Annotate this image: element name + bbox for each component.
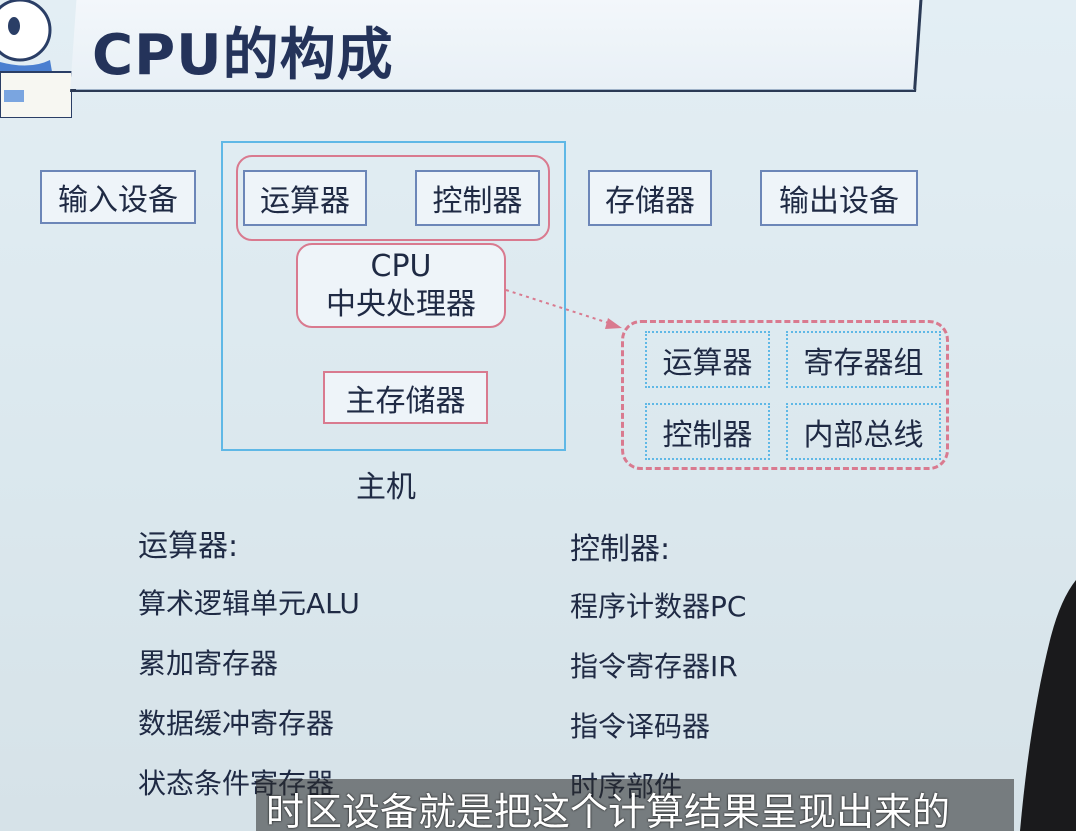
host-frame — [221, 141, 566, 451]
controller-item: 程序计数器PC — [570, 590, 747, 623]
connector-arrow — [505, 289, 622, 329]
alu-item: 累加寄存器 — [138, 647, 279, 680]
main-memory-box: 主存储器 — [323, 371, 488, 424]
page-title: CPU的构成 — [92, 23, 394, 88]
detail-alu-box: 运算器 — [645, 331, 770, 388]
controller-section-heading: 控制器: — [570, 532, 671, 567]
subtitle-bar — [256, 779, 1014, 831]
alu-box: 运算器 — [243, 170, 367, 226]
video-subtitle: 时区设备就是把这个计算结果呈现出来的 — [266, 790, 951, 831]
storage-box: 存储器 — [588, 170, 712, 226]
cpu-box: CPU 中央处理器 — [296, 243, 506, 328]
controller-item: 指令译码器 — [570, 710, 711, 743]
cpu-detail-group — [621, 320, 949, 470]
detail-controller-box: 控制器 — [645, 403, 770, 460]
cpu-components-group — [236, 155, 550, 241]
mascot-icon — [0, 0, 72, 118]
output-device-box: 输出设备 — [760, 170, 918, 226]
presenter-silhouette — [1020, 580, 1076, 831]
input-device-box: 输入设备 — [40, 170, 196, 224]
cpu-subtitle: 中央处理器 — [326, 286, 476, 322]
controller-item: 指令寄存器IR — [570, 650, 738, 683]
detail-internal-bus-box: 内部总线 — [786, 403, 941, 460]
host-label: 主机 — [356, 470, 416, 505]
alu-item: 数据缓冲寄存器 — [138, 707, 335, 740]
cpu-label: CPU — [370, 248, 432, 284]
alu-item: 算术逻辑单元ALU — [138, 587, 360, 620]
alu-section-heading: 运算器: — [138, 529, 239, 564]
detail-register-group-box: 寄存器组 — [786, 331, 941, 388]
controller-box: 控制器 — [415, 170, 540, 226]
